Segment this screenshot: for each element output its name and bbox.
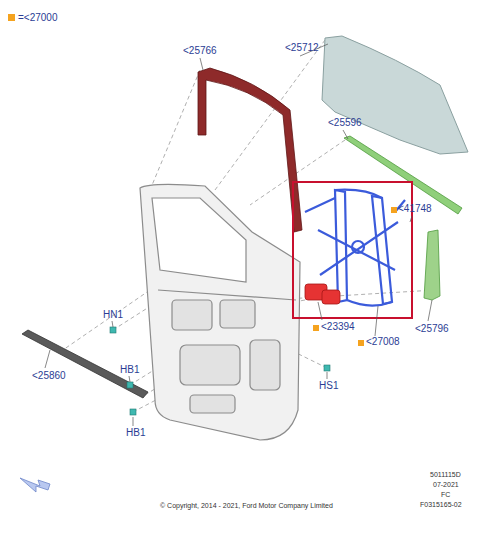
part-number: <27008 — [366, 336, 400, 348]
part-number: <25712 — [285, 42, 319, 54]
diagram-code: 5011115D — [430, 470, 461, 479]
part-number: <25766 — [183, 45, 217, 57]
part-number: <25596 — [328, 117, 362, 129]
fastener-code: HS1 — [319, 380, 338, 392]
diagram-code: F0315165-02 — [420, 500, 462, 509]
diagram-code: FC — [441, 490, 450, 499]
part-number: <25860 — [32, 370, 66, 382]
part-number: <41748 — [398, 203, 432, 215]
fastener-code: HB1 — [126, 427, 145, 439]
legend-text: =<27000 — [18, 12, 58, 24]
copyright-note: © Copyright, 2014 - 2021, Ford Motor Com… — [160, 501, 333, 510]
fastener-code: HB1 — [120, 364, 139, 376]
part-number: <25796 — [415, 323, 449, 335]
part-number: <23394 — [321, 321, 355, 333]
diagram-date: 07-2021 — [433, 480, 459, 489]
fastener-code: HN1 — [103, 309, 123, 321]
legend-swatch — [8, 14, 15, 21]
